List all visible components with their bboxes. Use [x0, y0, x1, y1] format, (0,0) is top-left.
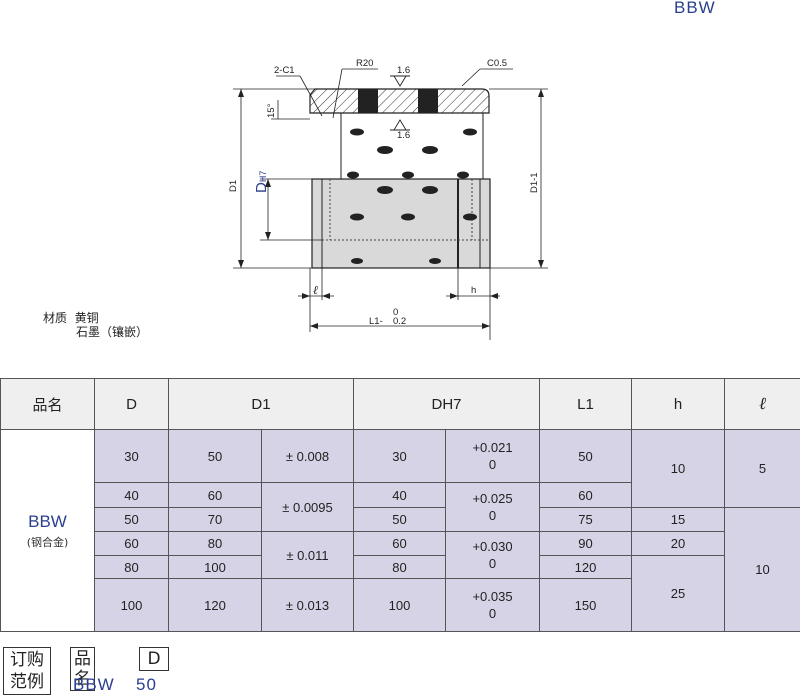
cell-l1: 120	[539, 555, 633, 579]
cell-d: 50	[94, 507, 169, 532]
cell-d: 30	[94, 429, 169, 483]
cell-dh7: 60	[353, 531, 446, 556]
graphite-plugs	[347, 128, 477, 264]
order-field-d: D	[139, 647, 169, 671]
header-dh7: DH7	[352, 378, 541, 430]
angle-label: 15°	[266, 103, 277, 118]
product-name-cell: BBW (钢合金)	[0, 429, 95, 632]
cell-dh7: 50	[353, 507, 446, 532]
material-note: 材质 黄铜 石墨（镶嵌）	[43, 311, 148, 339]
cell-l1: 75	[539, 507, 633, 532]
material-label: 材质	[43, 311, 68, 325]
cell-h: 15	[631, 507, 726, 532]
cell-dh7: 30	[353, 429, 446, 483]
cell-dh7: 80	[353, 555, 446, 579]
svg-text:0.2: 0.2	[393, 316, 406, 327]
order-example-label: 订购 范例	[3, 647, 51, 695]
cell-d: 40	[94, 482, 169, 508]
cell-d: 60	[94, 531, 169, 556]
cell-d1: 80	[168, 531, 262, 556]
d1-1-label: D1-1	[529, 172, 540, 193]
flange-section	[309, 88, 490, 114]
svg-text:1.6: 1.6	[397, 65, 410, 76]
header-d1: D1	[168, 378, 354, 430]
table-row: 50 70 50 75 15 10	[1, 507, 800, 632]
cell-d1-tol: ± 0.013	[261, 578, 354, 632]
c05-label: C0.5	[487, 58, 507, 69]
svg-text:0: 0	[393, 307, 398, 318]
product-name: BBW	[28, 511, 67, 531]
cell-l1: 60	[539, 482, 633, 508]
model-code: BBW	[674, 0, 716, 17]
cell-d1-tol: ± 0.011	[261, 531, 354, 579]
order-value-d: 50	[136, 675, 157, 694]
cell-d1: 120	[168, 578, 262, 632]
header-h: h	[631, 378, 726, 430]
cell-h: 25	[631, 555, 726, 632]
cell-dh7: 100	[353, 578, 446, 632]
h-label: h	[471, 285, 476, 296]
cell-d1: 50	[168, 429, 262, 483]
header-name: 品名	[0, 378, 95, 430]
table-header-row: 品名 D D1 DH7 L1 h ℓ	[0, 378, 800, 430]
l1-label: L1-	[369, 316, 383, 327]
table-row: 80 100 80 120 25	[1, 555, 800, 632]
spec-table: 品名 D D1 DH7 L1 h ℓ BBW (钢合金) 30 50 ± 0.0…	[0, 378, 800, 632]
graphite-insert-2	[418, 89, 438, 113]
d1-label: D1	[228, 180, 239, 192]
order-value-name: BBW	[73, 675, 115, 694]
cell-l1: 90	[539, 531, 633, 556]
cell-d1: 100	[168, 555, 262, 579]
bushing-body	[311, 178, 491, 269]
dh7-label: DH7	[253, 171, 270, 193]
product-sub: (钢合金)	[26, 535, 69, 549]
cell-d: 100	[94, 578, 169, 632]
cell-h: 20	[631, 531, 726, 556]
cell-d1-tol: ± 0.008	[261, 429, 354, 483]
graphite-insert-1	[358, 89, 378, 113]
ell-label: ℓ	[313, 283, 318, 297]
svg-text:1.6: 1.6	[397, 130, 410, 141]
material-value-1: 黄铜	[74, 311, 99, 325]
header-l1: L1	[539, 378, 633, 430]
cell-l1: 150	[539, 578, 633, 632]
technical-drawing: 1.6 1.6 2-C1 R20 C0.5 15° D1 DH7 D1-1 ℓ …	[228, 58, 548, 340]
cell-d1: 70	[168, 507, 262, 532]
cell-d1: 60	[168, 482, 262, 508]
cell-d: 80	[94, 555, 169, 579]
cell-h: 10	[631, 429, 726, 508]
cell-dh7: 40	[353, 482, 446, 508]
c1-label: 2-C1	[274, 65, 295, 76]
cell-d1-tol: ± 0.0095	[261, 482, 354, 532]
cell-ell: 5	[724, 429, 800, 508]
r20-label: R20	[356, 58, 373, 69]
cell-l1: 50	[539, 429, 633, 483]
header-ell: ℓ	[724, 378, 800, 430]
material-value-2: 石墨（镶嵌）	[76, 325, 149, 339]
header-d: D	[94, 378, 169, 430]
order-field-name: 品名	[70, 647, 95, 691]
cell-ell: 10	[724, 507, 800, 632]
